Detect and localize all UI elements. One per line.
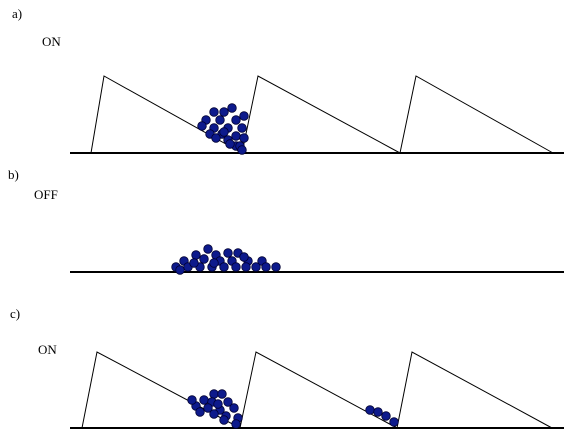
particle [232, 263, 241, 272]
panel-a-state-label: ON [42, 34, 61, 49]
particle [210, 410, 219, 419]
particle [192, 251, 201, 260]
particle [200, 255, 209, 264]
panel-a-label: a) [12, 6, 22, 21]
particle [252, 263, 261, 272]
panel-a: a) ON [12, 6, 564, 154]
particle [232, 116, 241, 125]
particle [190, 259, 199, 268]
particle [188, 396, 197, 405]
panel-c-drifted-particles [366, 406, 399, 427]
particle [390, 418, 399, 427]
particle [366, 406, 375, 415]
particle [262, 263, 271, 272]
particle [216, 116, 225, 125]
particle [228, 104, 237, 113]
particle [212, 134, 221, 143]
particle [240, 253, 249, 262]
particle [242, 263, 251, 272]
panel-c-label: c) [10, 306, 20, 321]
panel-a-tooth-1 [91, 76, 242, 153]
particle [240, 112, 249, 121]
particle [220, 263, 229, 272]
particle [210, 390, 219, 399]
particle [198, 122, 207, 131]
particle [218, 390, 227, 399]
particle [374, 408, 383, 417]
particle [382, 412, 391, 421]
panel-b-state-label: OFF [34, 187, 58, 202]
particle [240, 134, 249, 143]
particle [232, 420, 241, 429]
particle [230, 404, 239, 413]
panel-a-particle-pile [198, 104, 249, 155]
panel-a-tooth-2 [242, 76, 400, 153]
particle [210, 259, 219, 268]
panel-c-state-label: ON [38, 342, 57, 357]
panel-c-tooth-3 [397, 352, 552, 428]
particle [272, 263, 281, 272]
particle [204, 245, 213, 254]
particle [210, 108, 219, 117]
panel-c-particle-pile [188, 390, 243, 429]
particle [214, 400, 223, 409]
particle [224, 249, 233, 258]
panel-b: b) OFF [8, 167, 564, 274]
panel-b-label: b) [8, 167, 19, 182]
particle [238, 124, 247, 133]
particle [220, 108, 229, 117]
particle [196, 408, 205, 417]
panel-a-ratchet-potential [91, 76, 553, 153]
particle [226, 140, 235, 149]
particle [200, 396, 209, 405]
panel-a-tooth-3 [400, 76, 553, 153]
panel-c-tooth-2 [240, 352, 397, 428]
panel-c: c) ON [10, 306, 564, 428]
particle [176, 266, 185, 275]
particle [220, 128, 229, 137]
particle [220, 416, 229, 425]
panel-b-particle-pile [172, 245, 281, 275]
particle [232, 132, 241, 141]
particle [238, 146, 247, 155]
panel-c-ratchet-potential [82, 352, 552, 428]
